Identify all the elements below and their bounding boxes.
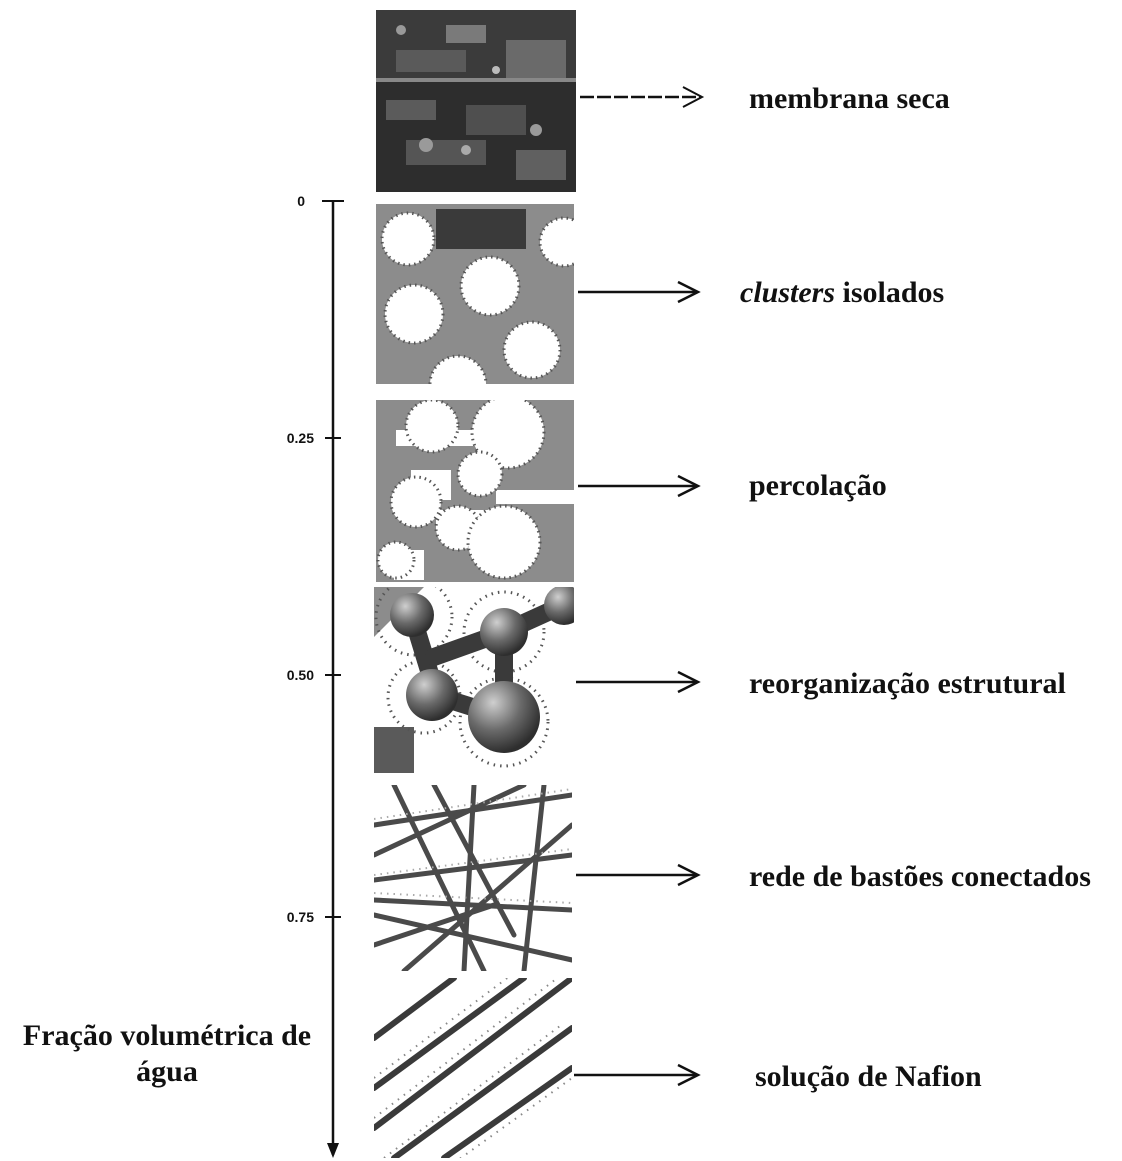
axis-title-line1: Fração volumétrica de [2,1018,332,1054]
connected-rods-icon [374,785,572,971]
stage-label-clusters-italic: clusters [740,276,835,309]
panel-dry-membrane [376,10,576,192]
connected-spheres-icon [374,587,574,773]
panel-reorganization [374,587,574,773]
tick-label-0.50: 0.50 [254,668,314,682]
stage-label-isolated-clusters: clusters isolados [740,278,944,308]
tick-label-0.25: 0.25 [254,431,314,445]
stage-label-dry-membrane: membrana seca [749,84,950,114]
tick-label-0.75: 0.75 [254,910,314,924]
isolated-clusters-icon [376,204,574,384]
stage-label-clusters-rest: isolados [835,276,944,309]
percolating-clusters-icon [376,400,574,582]
tick-label-0: 0 [245,194,305,208]
dry-membrane-texture-icon [376,10,576,192]
axis-title-line2: água [2,1054,332,1090]
axis-arrow-down-icon [327,1143,339,1158]
rod-dispersion-icon [374,978,572,1158]
panel-percolation [376,400,574,582]
panel-rod-network [374,785,572,971]
axis-title: Fração volumétrica de água [2,1018,332,1090]
stage-label-nafion-solution: solução de Nafion [755,1062,982,1092]
panel-isolated-clusters [376,204,574,384]
panel-nafion-solution [374,978,572,1158]
stage-label-percolation: percolação [749,471,887,501]
stage-label-rod-network: rede de bastões conectados [749,862,1091,892]
stage-label-reorganization: reorganização estrutural [749,669,1066,699]
